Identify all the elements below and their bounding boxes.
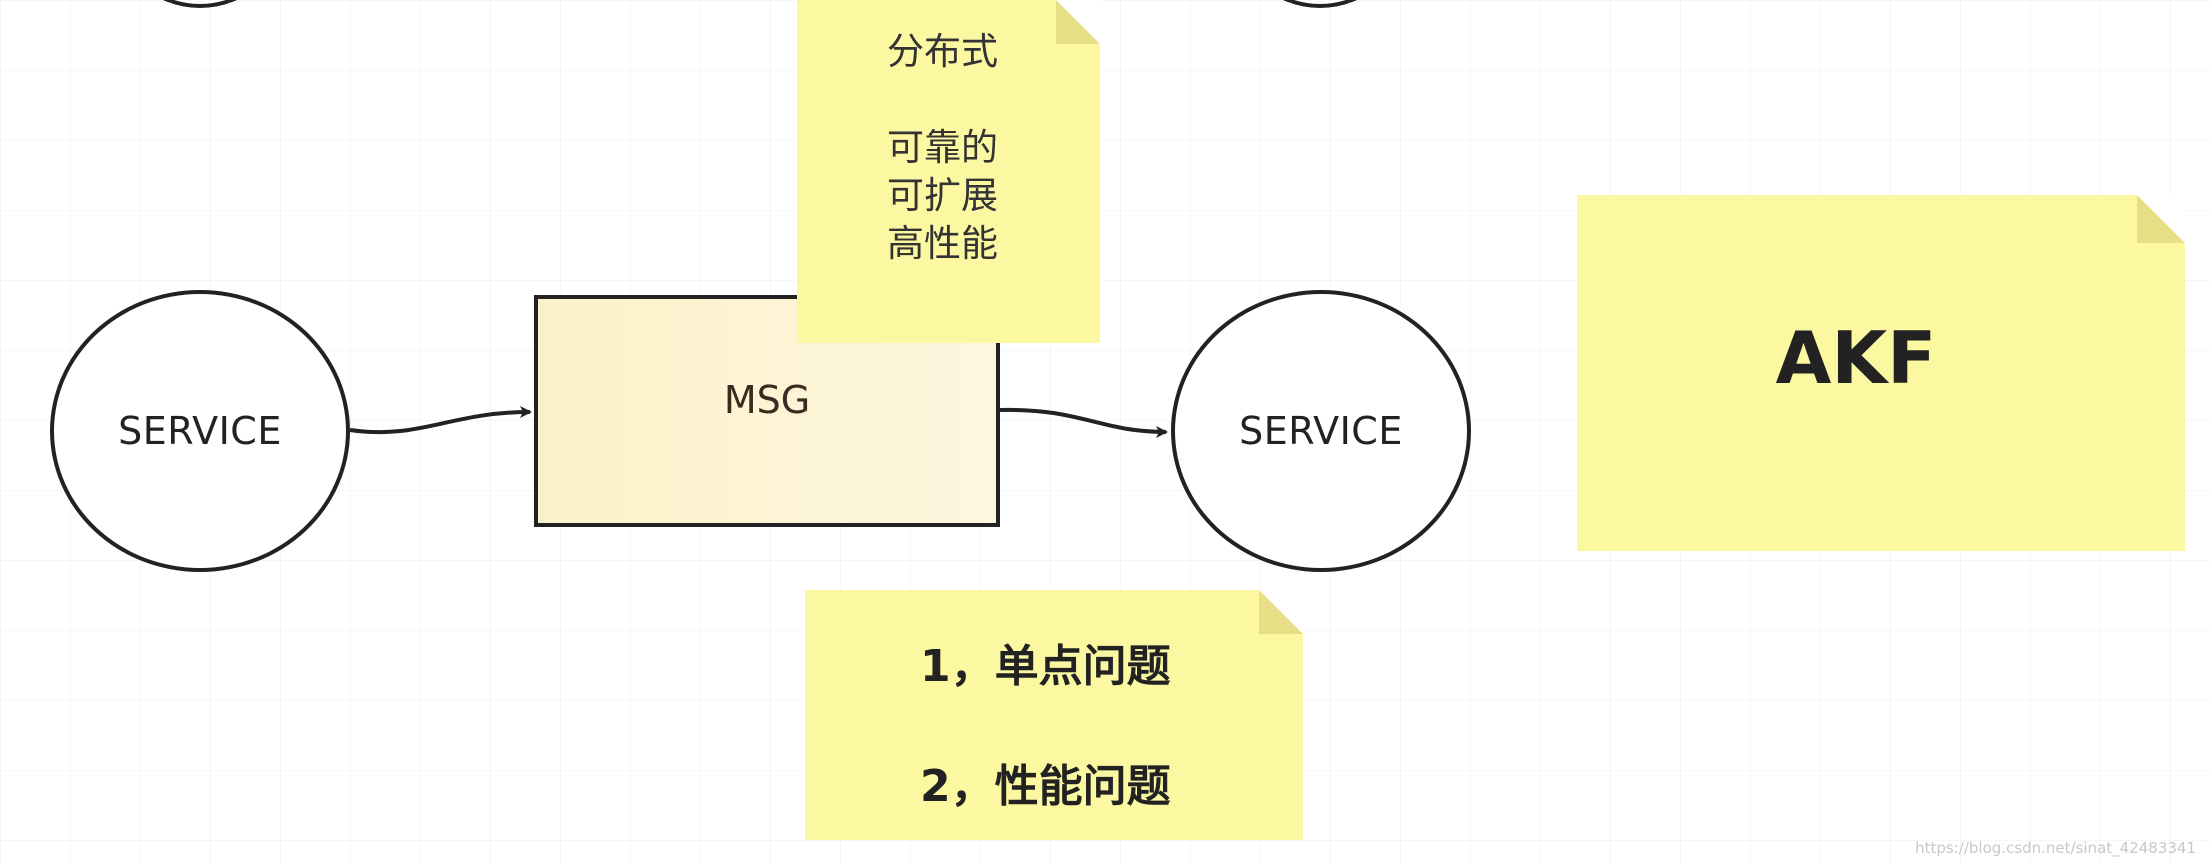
note-fold-corner — [1259, 590, 1303, 634]
connector-service-to-msg[interactable] — [349, 406, 532, 435]
sticky-note-problems[interactable]: 1，单点问题 2，性能问题 — [805, 590, 1303, 840]
partial-circle-top-left[interactable] — [110, 0, 290, 8]
service-node-left[interactable]: SERVICE — [50, 290, 350, 572]
akf-label: AKF — [1775, 316, 1937, 400]
note-spacer — [887, 76, 998, 124]
note-distributed-text: 分布式 可靠的 可扩展 高性能 — [887, 28, 998, 268]
problem-item-single-point: 1，单点问题 — [920, 641, 1171, 692]
note-fold-corner — [2137, 195, 2185, 243]
msg-label: MSG — [723, 378, 811, 422]
sticky-note-akf[interactable]: AKF — [1577, 195, 2185, 551]
watermark: https://blog.csdn.net/sinat_42483341 — [1915, 839, 2196, 857]
connector-msg-to-service[interactable] — [999, 407, 1168, 438]
note-line-performance: 高性能 — [887, 222, 998, 265]
note-fold-corner — [1056, 0, 1100, 44]
sticky-note-distributed[interactable]: 分布式 可靠的 可扩展 高性能 — [797, 0, 1100, 343]
note-title: 分布式 — [887, 30, 998, 73]
problem-item-performance: 2，性能问题 — [920, 761, 1171, 812]
service-node-right[interactable]: SERVICE — [1171, 290, 1471, 572]
partial-circle-top-right[interactable] — [1230, 0, 1410, 8]
service-left-label: SERVICE — [118, 409, 282, 453]
note-line-scalable: 可扩展 — [887, 174, 998, 217]
service-right-label: SERVICE — [1239, 409, 1403, 453]
note-line-reliable: 可靠的 — [887, 126, 998, 169]
